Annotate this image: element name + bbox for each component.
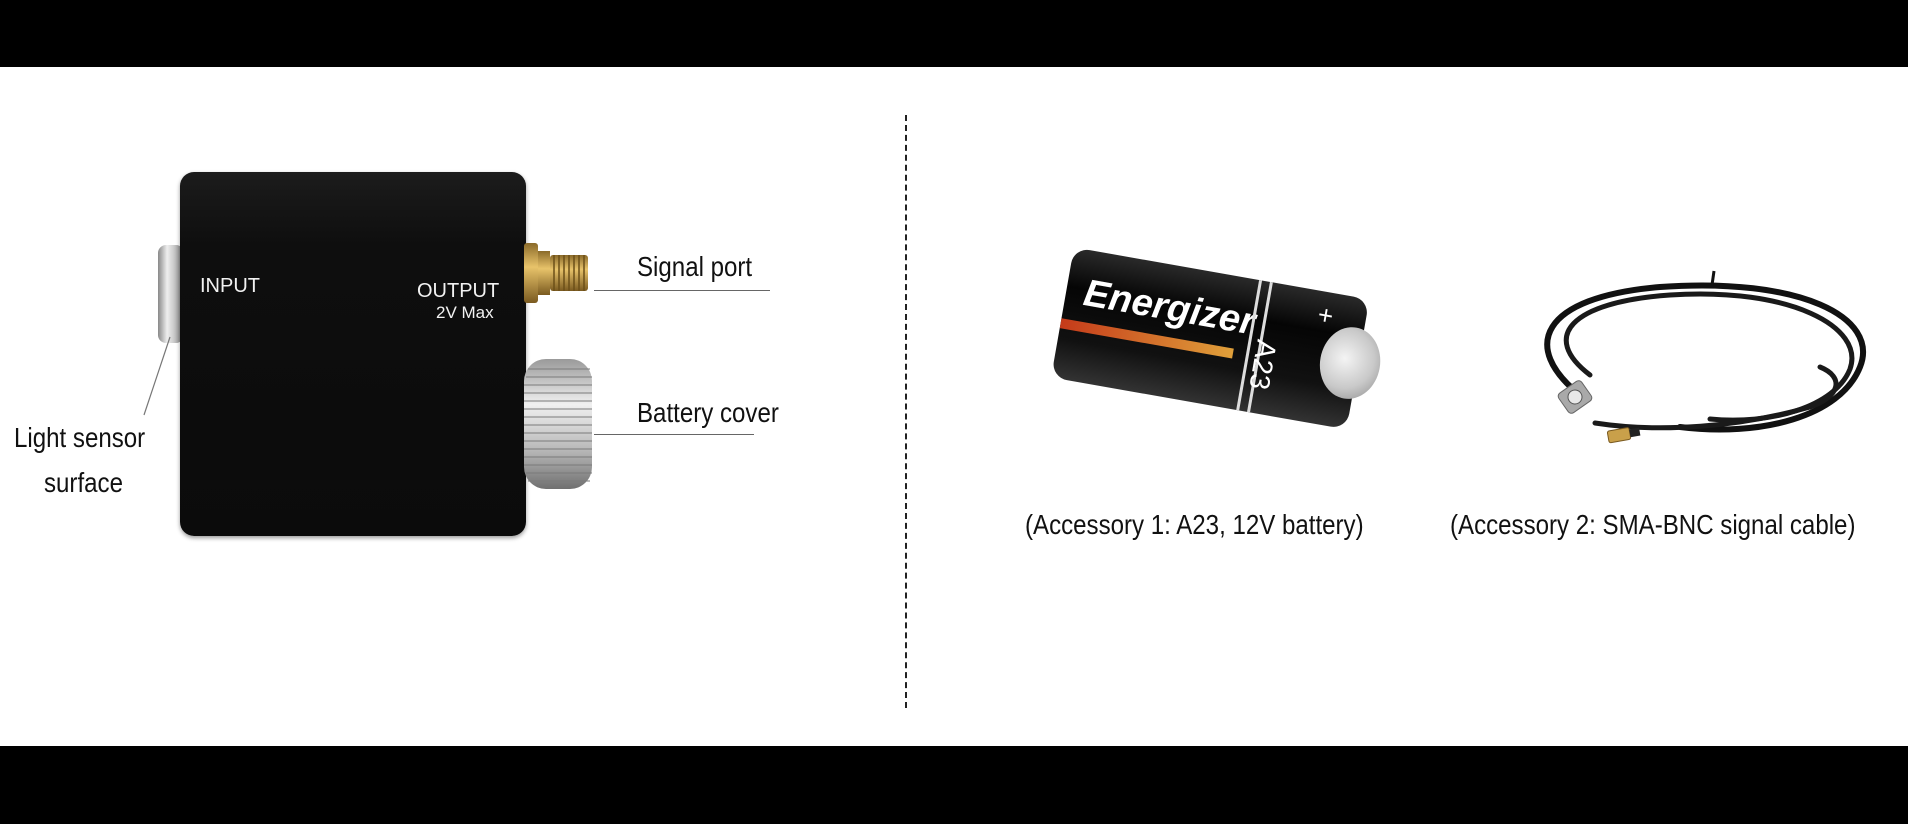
battery-body: Energizer A23 +: [1051, 247, 1370, 430]
accessory-2-caption: (Accessory 2: SMA-BNC signal cable): [1450, 509, 1856, 540]
battery-cover-callout: Battery cover: [637, 397, 779, 428]
light-sensor-leader: [143, 336, 171, 416]
battery-cover-icon: [524, 359, 592, 489]
battery-cover-leader: [594, 434, 754, 435]
accessory-1-caption: (Accessory 1: A23, 12V battery): [1025, 509, 1364, 540]
light-sensor-callout-line1: Light sensor: [14, 422, 146, 453]
section-divider: [905, 115, 907, 708]
signal-port-leader: [594, 290, 770, 291]
battery-image: Energizer A23 +: [1051, 247, 1399, 434]
battery-plus: +: [1315, 298, 1336, 332]
signal-port-callout: Signal port: [637, 251, 753, 282]
output-rating: 2V Max: [436, 303, 494, 322]
output-label: OUTPUT: [417, 280, 500, 302]
image-panel: INPUT OUTPUT 2V Max: [0, 67, 1908, 746]
light-sensor-callout-line2: surface: [44, 467, 123, 498]
light-sensor-knob: [158, 245, 184, 343]
sma-connector-icon: [524, 243, 588, 303]
sma-bnc-cable-icon: [1544, 270, 1866, 444]
input-label: INPUT: [200, 275, 260, 297]
device-body: [180, 172, 526, 536]
